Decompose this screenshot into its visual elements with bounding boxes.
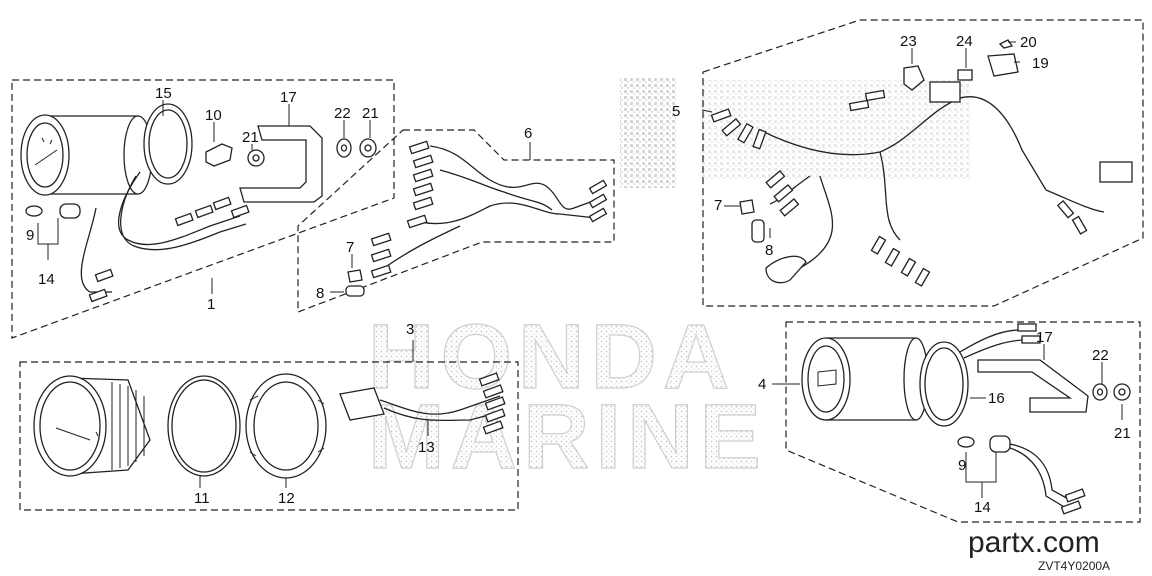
diagram-code: ZVT4Y0200A [1038,559,1110,573]
group-4-frame [785,321,1141,523]
grommet-7-b [739,199,755,215]
relay-box [929,81,961,103]
gauge-4-body [801,337,929,421]
callout-6: 6 [524,125,532,142]
callout-21-a: 21 [242,129,259,146]
fuse-holder [765,255,807,284]
callout-14-b: 14 [974,499,991,516]
callout-1: 1 [207,296,215,313]
callout-22-b: 22 [1092,347,1109,364]
washer-22-b [1092,383,1108,401]
callout-7-a: 7 [346,239,354,256]
bulb-9-a [25,205,43,217]
group-4-gauge-assembly [772,321,1141,523]
clip-23 [903,65,925,91]
callout-8-a: 8 [316,285,324,302]
callout-17-b: 17 [1036,329,1053,346]
fuse-24 [957,69,973,81]
nut-21-c [1113,383,1131,401]
ring-15 [143,103,193,185]
watermark-qr-block [620,78,676,188]
coupler-5 [1099,161,1133,183]
group-5-frame [702,19,1144,307]
gauge-3-body [33,375,151,477]
connectors-4b [1060,488,1086,515]
socket-14-b [989,435,1011,453]
connectors-6 [370,140,608,279]
connectors-1 [88,196,250,303]
nut-21-b [359,138,377,158]
callout-21-c: 21 [1114,425,1131,442]
group-3-frame [19,361,519,511]
bracket-17-b [977,359,1089,413]
callout-7-b: 7 [714,197,722,214]
ring-11 [167,375,241,477]
callout-21-b: 21 [362,105,379,122]
label-20 [998,39,1014,49]
connectors-5 [710,89,1088,287]
watermark-line1: HONDA [368,306,735,408]
ring-16 [919,341,969,427]
callout-10: 10 [205,107,222,124]
callout-3: 3 [406,321,414,338]
bulb-9-b [957,436,975,448]
sleeve-8-a [345,285,365,297]
callout-11: 11 [194,490,210,507]
callout-16: 16 [988,390,1005,407]
callout-4: 4 [758,376,766,393]
connectors-13 [478,372,506,435]
bracket-17-a [239,125,323,203]
gauge-1-body [20,114,153,196]
socket-14-a [59,203,81,219]
grommet-7-a [347,269,363,283]
callout-9-b: 9 [958,457,966,474]
callout-22-a: 22 [334,105,351,122]
group-5-main-harness [701,19,1144,307]
callout-14-a: 14 [38,271,55,288]
coupler-13 [339,387,385,421]
callout-12: 12 [278,490,295,507]
callout-20: 20 [1020,34,1037,51]
group-6-harness [297,129,615,313]
group-3-gauge [19,340,519,511]
connectors-4 [1017,323,1041,344]
callout-9-a: 9 [26,227,34,244]
callout-5: 5 [672,103,680,120]
callout-23: 23 [900,33,917,50]
group-1-gauge-assembly [11,79,395,339]
watermark: HONDA MARINE [367,78,970,489]
group-1-frame [11,79,395,339]
bezel-12 [245,373,327,479]
callout-17-a: 17 [280,89,297,106]
cover-19 [987,53,1019,77]
callout-8-b: 8 [765,242,773,259]
nut-21-a [247,149,265,167]
callout-24: 24 [956,33,973,50]
sleeve-8-b [751,219,765,243]
washer-22-a [336,138,352,158]
watermark-line2: MARINE [368,386,767,488]
callout-13: 13 [418,439,435,456]
clamp-10 [205,143,233,167]
callout-19: 19 [1032,55,1049,72]
brand-label: partx.com [968,526,1100,559]
callout-15: 15 [155,85,172,102]
